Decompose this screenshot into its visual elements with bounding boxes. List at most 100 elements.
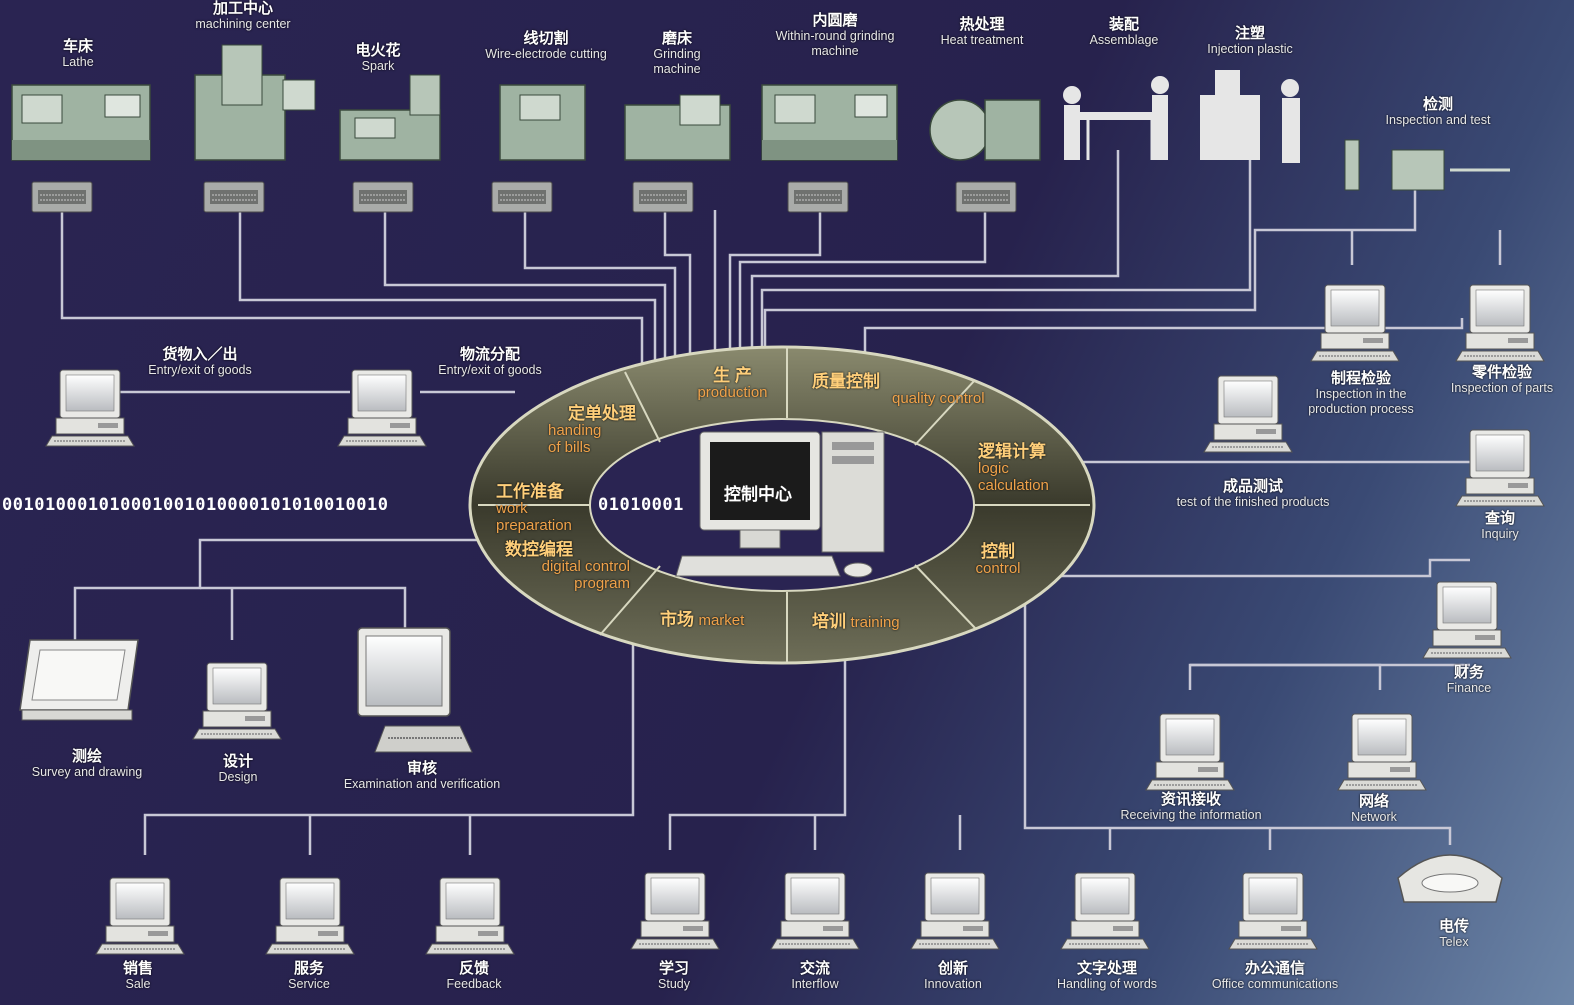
node-en: Inspection in the production process bbox=[1308, 387, 1414, 416]
computer-icon bbox=[1455, 429, 1545, 507]
node-zh: 审核 bbox=[406, 760, 437, 777]
machine-en: Wire-electrode cutting bbox=[485, 47, 607, 62]
ring-zh: 逻辑计算 bbox=[978, 442, 1046, 461]
ring-work-preparation: 工作准备 work preparation bbox=[496, 482, 588, 535]
machine-assemblage-image bbox=[1063, 76, 1169, 160]
ring-zh: 培训 bbox=[812, 612, 846, 631]
node-en: test of the finished products bbox=[1176, 495, 1330, 510]
computer-icon bbox=[192, 662, 282, 740]
node-service: 服务 Service bbox=[276, 960, 342, 992]
machine-en: Heat treatment bbox=[940, 33, 1024, 48]
ring-en: production bbox=[697, 384, 768, 402]
machine-label-machining-center: 加工中心 machining center bbox=[170, 0, 316, 32]
machine-en: machining center bbox=[195, 17, 291, 32]
machine-en: Spark bbox=[361, 59, 395, 74]
machine-controller-icon bbox=[491, 181, 553, 213]
machine-zh: 加工中心 bbox=[212, 0, 273, 17]
machine-label-injection: 注塑 Injection plastic bbox=[1192, 25, 1308, 57]
computer-icon bbox=[425, 877, 515, 955]
ring-zh: 生 产 bbox=[713, 366, 752, 385]
node-zh: 服务 bbox=[293, 960, 324, 977]
binary-stream-right: 01010001 bbox=[598, 495, 684, 515]
large-monitor-icon bbox=[357, 627, 473, 753]
machine-heat-treatment-image bbox=[929, 99, 1041, 161]
ring-zh: 质量控制 bbox=[812, 372, 880, 391]
node-finance: 财务 Finance bbox=[1434, 664, 1504, 696]
node-zh: 设计 bbox=[222, 753, 253, 770]
center-computer-image bbox=[675, 431, 885, 578]
node-en: Feedback bbox=[446, 977, 502, 992]
computer-icon bbox=[1145, 713, 1235, 791]
node-zh: 物流分配 bbox=[459, 346, 520, 363]
ring-en: market bbox=[698, 612, 745, 629]
machine-within-round-image bbox=[761, 84, 898, 161]
node-process-inspection: 制程检验 Inspection in the production proces… bbox=[1298, 370, 1424, 416]
machine-zh: 注塑 bbox=[1234, 25, 1265, 42]
node-zh: 交流 bbox=[799, 960, 830, 977]
node-zh: 文字处理 bbox=[1076, 960, 1137, 977]
node-examination: 审核 Examination and verification bbox=[334, 760, 510, 792]
machine-wire-cutting-image bbox=[499, 84, 586, 161]
node-en: Survey and drawing bbox=[31, 765, 143, 780]
inspection-equipment-image bbox=[1344, 139, 1510, 191]
node-zh: 查询 bbox=[1484, 510, 1515, 527]
computer-icon bbox=[1060, 872, 1150, 950]
node-en: Network bbox=[1351, 810, 1397, 825]
node-goods-in-out: 货物入／出 Entry/exit of goods bbox=[135, 346, 265, 378]
node-en: Inspection of parts bbox=[1450, 381, 1554, 396]
ring-zh: 控制 bbox=[981, 542, 1015, 561]
node-zh: 办公通信 bbox=[1244, 960, 1305, 977]
node-zh: 电传 bbox=[1438, 918, 1469, 935]
computer-icon bbox=[265, 877, 355, 955]
node-en: Innovation bbox=[924, 977, 982, 992]
computer-icon bbox=[1422, 581, 1512, 659]
node-zh: 销售 bbox=[122, 960, 153, 977]
machine-zh: 装配 bbox=[1108, 16, 1139, 33]
node-zh: 网络 bbox=[1358, 793, 1389, 810]
node-en: Entry/exit of goods bbox=[148, 363, 252, 378]
node-zh: 货物入／出 bbox=[162, 346, 238, 363]
node-en: Handling of words bbox=[1056, 977, 1158, 992]
machine-controller-icon bbox=[787, 181, 849, 213]
ring-en: digital control program bbox=[541, 558, 630, 592]
computer-icon bbox=[337, 369, 427, 447]
ring-handing-of-bills: 定单处理 handing of bills bbox=[548, 404, 648, 457]
machine-en: Grinding machine bbox=[653, 47, 701, 76]
binary-stream-left: 001010001010001001010000101010010010 bbox=[2, 495, 389, 515]
machine-grinding-image bbox=[624, 94, 731, 161]
machine-controller-icon bbox=[31, 181, 93, 213]
machine-label-wire-cutting: 线切割 Wire-electrode cutting bbox=[470, 30, 622, 62]
node-zh: 零件检验 bbox=[1471, 364, 1532, 381]
node-office: 办公通信 Office communications bbox=[1200, 960, 1350, 992]
computer-icon bbox=[45, 369, 135, 447]
node-zh: 学习 bbox=[658, 960, 689, 977]
machine-zh: 热处理 bbox=[959, 16, 1005, 33]
machine-spark-image bbox=[339, 74, 441, 161]
node-zh: 成品测试 bbox=[1222, 478, 1283, 495]
ring-zh: 市场 bbox=[660, 610, 694, 629]
computer-icon bbox=[1310, 284, 1400, 362]
node-sale: 销售 Sale bbox=[108, 960, 168, 992]
machine-zh: 线切割 bbox=[523, 30, 569, 47]
machine-controller-icon bbox=[632, 181, 694, 213]
inspection-zh: 检测 bbox=[1422, 96, 1453, 113]
node-en: Study bbox=[658, 977, 690, 992]
node-study: 学习 Study bbox=[642, 960, 706, 992]
computer-icon bbox=[1203, 375, 1293, 453]
machine-en: Lathe bbox=[62, 55, 94, 70]
node-zh: 财务 bbox=[1453, 664, 1484, 681]
machine-zh: 磨床 bbox=[661, 30, 692, 47]
node-innovation: 创新 Innovation bbox=[912, 960, 994, 992]
node-en: Interflow bbox=[791, 977, 839, 992]
node-zh: 创新 bbox=[937, 960, 968, 977]
ring-zh: 定单处理 bbox=[568, 404, 636, 423]
node-finished-test: 成品测试 test of the finished products bbox=[1160, 478, 1346, 510]
node-zh: 测绘 bbox=[71, 748, 102, 765]
drawing-board-icon bbox=[19, 639, 139, 721]
ring-quality-control: 质量控制 quality control bbox=[812, 372, 997, 408]
ring-nc-program: 数控编程 digital control program bbox=[505, 540, 630, 593]
ring-en: work preparation bbox=[496, 500, 572, 534]
machine-label-spark: 电火花 Spark bbox=[338, 42, 418, 74]
